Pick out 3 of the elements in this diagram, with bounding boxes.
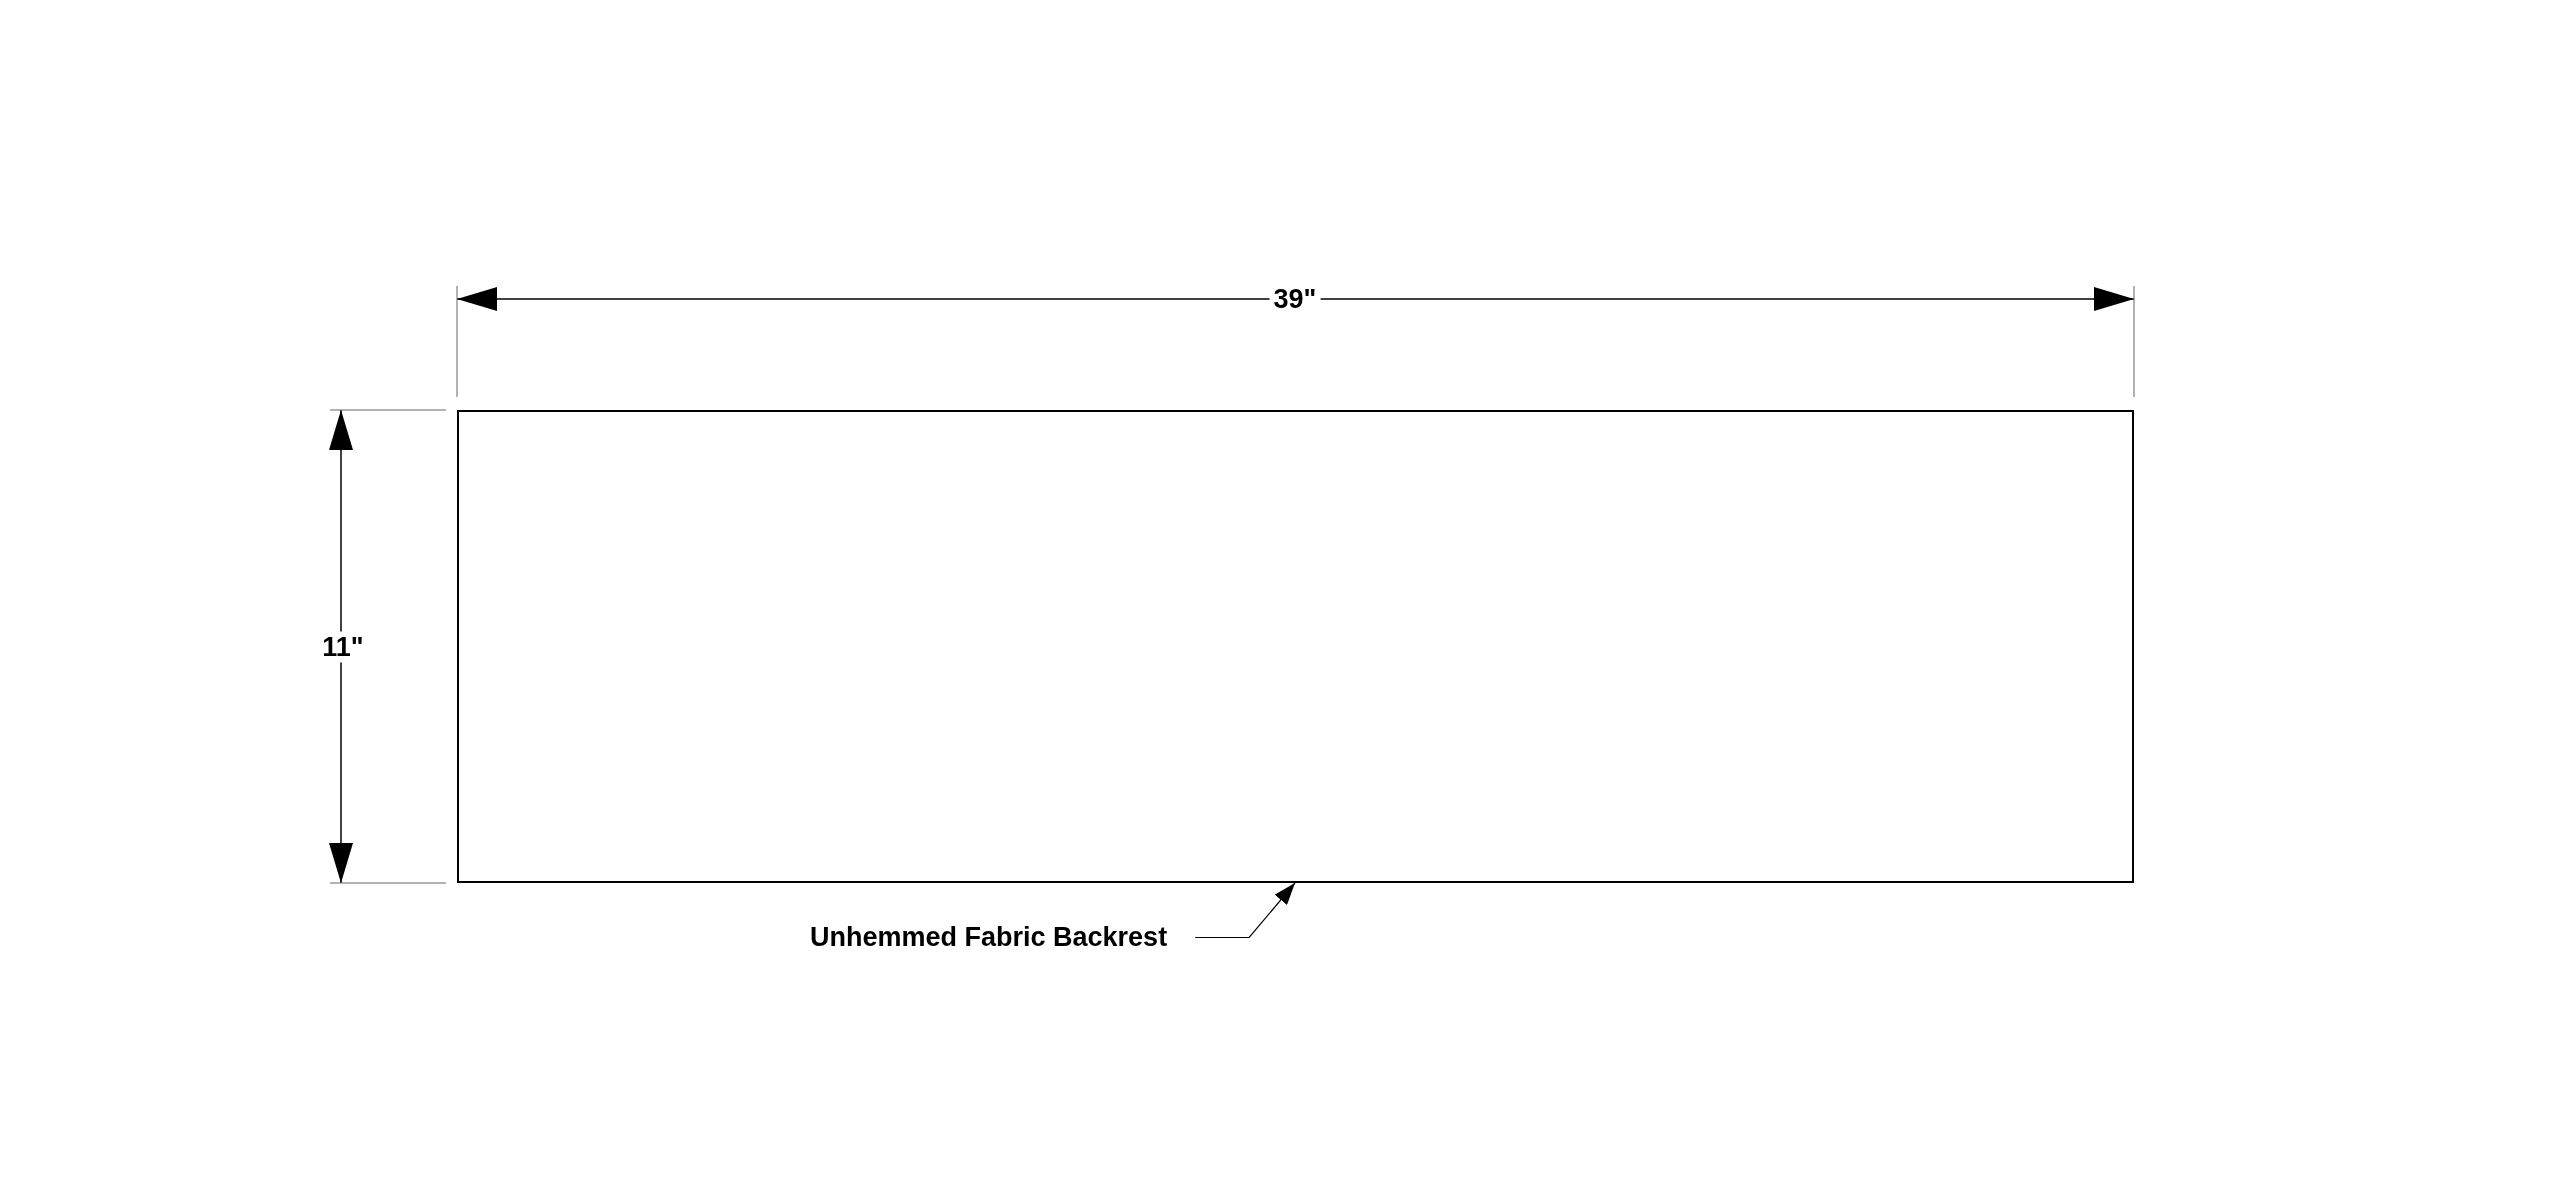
part-label: Unhemmed Fabric Backrest (810, 922, 1168, 953)
leader-line (1194, 882, 1296, 939)
fabric-panel-outline (457, 410, 2134, 883)
